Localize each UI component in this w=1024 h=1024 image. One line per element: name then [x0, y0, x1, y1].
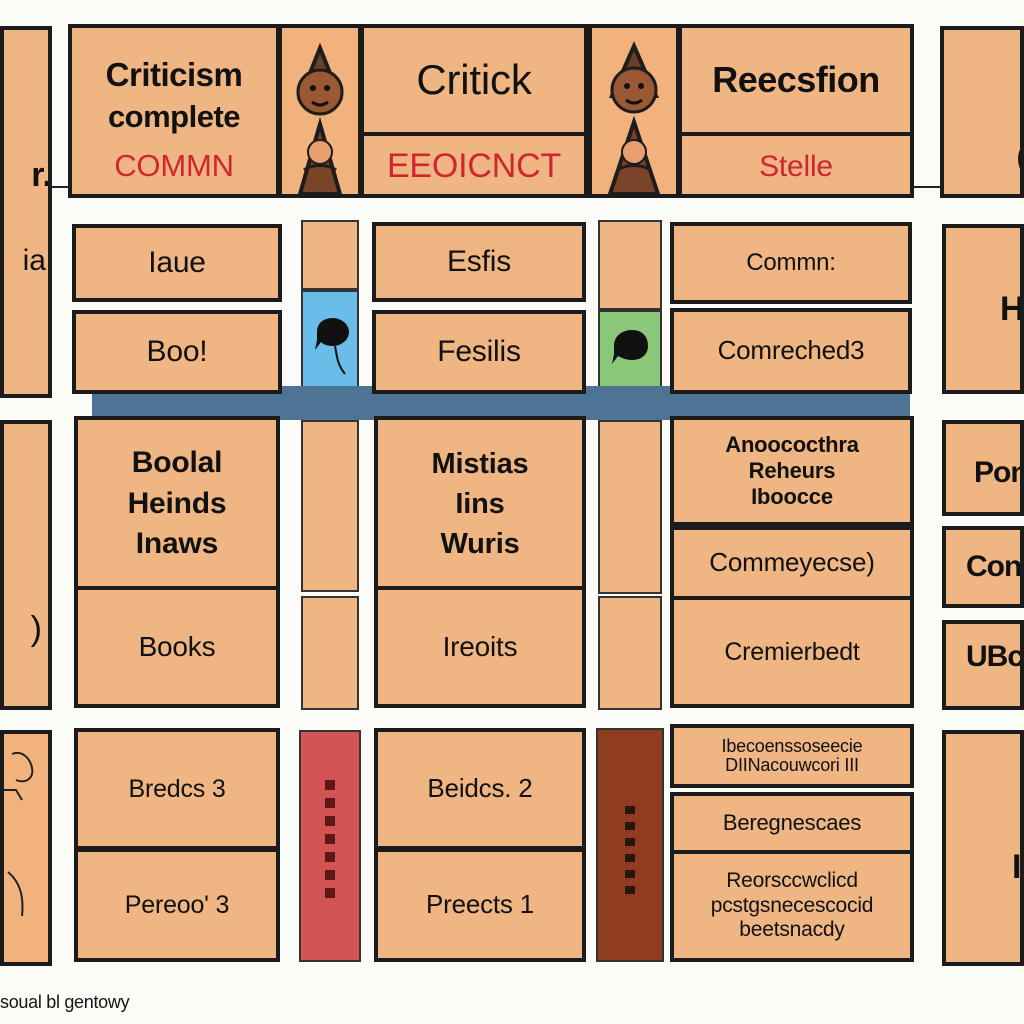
row3-col2-bottom-box: Preects 1 [374, 848, 586, 962]
left-edge-top-fragment-2: ia [22, 244, 46, 277]
row3-col3-bottom-label: Reorsccwclicd pcstgsnecescocid beetsnacd… [710, 869, 874, 942]
row3-col3-middle-box: Beregnescaes [670, 792, 914, 854]
thin-column-left-middle [301, 420, 359, 592]
header-center-box: Critick EEOICNCT [360, 24, 588, 198]
person-figure-right-icon [607, 41, 661, 194]
speech-bubble-left-icon [315, 318, 349, 375]
row2-col2-bottom-box: Ireoits [374, 586, 586, 708]
row2-col1-bottom-box: Books [74, 586, 280, 708]
person-figure-left-icon [296, 42, 344, 194]
left-edge-middle-fragment: ) [30, 610, 42, 648]
row1-col3-top-label: Commn: [746, 249, 836, 277]
row1-col3-bottom-box: Comreched3 [670, 308, 912, 394]
thin-column-left-top [301, 220, 359, 290]
right-edge-bottom-fragment: I [1012, 848, 1022, 886]
thin-column-right-middle [598, 420, 662, 594]
row2-col1-top-label: Boolal Heinds Inaws [127, 445, 227, 561]
right-edge-ubc-text: UBc [966, 640, 1024, 673]
header-left-title-line-1: Criticism [105, 56, 243, 93]
thin-column-right-bottom-brown [596, 728, 664, 962]
row2-col3-top-box: Anoococthra Reheurs Iboocce [670, 416, 914, 526]
header-figure-left-box [278, 24, 362, 198]
thin-column-left-lower [301, 596, 359, 710]
header-figure-right-box [588, 24, 680, 198]
row1-col2-bottom-label: Fesilis [437, 335, 521, 369]
right-edge-pon-text: Pon [974, 456, 1024, 489]
row2-col3-bottom-box: Cremierbedt [670, 596, 914, 708]
row2-col3-middle-box: Commeyecse) [670, 526, 914, 600]
row2-col2-top-box: Mistias Iins Wuris [374, 416, 586, 592]
right-edge-con-box: Con [942, 526, 1024, 608]
header-left-box: Criticism complete COMMN [68, 24, 280, 198]
right-edge-top-box: ( [940, 26, 1024, 198]
header-right-title: Reecsfion [712, 59, 880, 100]
row2-col3-top-label: Anoococthra Reheurs Iboocce [725, 432, 859, 509]
left-edge-middle-box: ) [0, 420, 52, 710]
row1-col2-top-label: Esfis [446, 245, 511, 279]
row2-col3-bottom-label: Cremierbedt [724, 637, 860, 666]
row3-col1-top-label: Bredcs 3 [128, 774, 226, 803]
row3-col3-middle-label: Beregnescaes [722, 810, 862, 836]
right-edge-h-box: H [942, 224, 1024, 394]
speech-bubble-right-icon [612, 330, 648, 364]
row3-col2-bottom-label: Preects 1 [425, 889, 535, 920]
row2-col3-middle-label: Commeyecse) [709, 547, 875, 578]
row1-col1-top-label: Iaue [148, 246, 206, 280]
row3-col3-top-label: Ibecoenssoseecie DIINacouwcori III [721, 736, 863, 775]
right-edge-pon-box: Pon [942, 420, 1024, 516]
row3-col1-bottom-box: Pereoo' 3 [74, 848, 280, 962]
thin-column-right-lower [598, 596, 662, 710]
row1-col3-top-box: Commn: [670, 222, 912, 304]
right-edge-top-fragment: ( [1016, 138, 1020, 177]
left-edge-top-box: r. ia [0, 26, 52, 398]
left-edge-bottom-box [0, 730, 52, 966]
row1-col1-bottom-label: Boo! [146, 335, 208, 369]
row3-col1-top-box: Bredcs 3 [74, 728, 280, 850]
thin-column-left-blue [301, 290, 359, 390]
thin-column-right-top [598, 220, 662, 310]
header-connector-right [914, 186, 940, 188]
row3-col2-top-box: Beidcs. 2 [374, 728, 586, 850]
row2-col1-bottom-label: Books [138, 631, 216, 663]
header-left-title-line-2: complete [107, 99, 241, 134]
row1-col2-top-box: Esfis [372, 222, 586, 302]
left-edge-top-fragment-1: r. [31, 156, 52, 194]
left-edge-sketch-icon [4, 752, 34, 917]
right-edge-h-fragment: H [1000, 290, 1024, 328]
row2-col2-bottom-label: Ireoits [442, 631, 518, 663]
footer-text: soual bl gentowy [0, 991, 130, 1012]
header-connector-left [52, 186, 70, 188]
row1-col1-bottom-box: Boo! [72, 310, 282, 394]
header-left-subtitle: COMMN [114, 148, 234, 183]
right-edge-con-text: Con [966, 550, 1022, 583]
header-center-title: Critick [416, 55, 532, 103]
thin-column-right-green [598, 310, 662, 390]
header-right-box: Reecsfion Stelle [678, 24, 914, 198]
header-center-subtitle: EEOICNCT [386, 147, 562, 186]
row3-col3-top-box: Ibecoenssoseecie DIINacouwcori III [670, 724, 914, 788]
right-edge-ubc-box: UBc [942, 620, 1024, 710]
row2-col2-top-label: Mistias Iins Wuris [431, 447, 529, 560]
row3-col3-bottom-box: Reorsccwclicd pcstgsnecescocid beetsnacd… [670, 850, 914, 962]
vertical-label-left-icon [325, 780, 335, 902]
right-edge-bottom-box: I [942, 730, 1024, 966]
header-right-subtitle: Stelle [759, 150, 833, 184]
row1-col3-bottom-label: Comreched3 [717, 335, 865, 366]
vertical-label-right-icon [625, 806, 635, 894]
row3-col1-bottom-label: Pereoo' 3 [124, 890, 230, 919]
thin-column-left-bottom-red [299, 730, 361, 962]
row1-col2-bottom-box: Fesilis [372, 310, 586, 394]
row2-col1-top-box: Boolal Heinds Inaws [74, 416, 280, 592]
row1-col1-top-box: Iaue [72, 224, 282, 302]
row3-col2-top-label: Beidcs. 2 [427, 773, 533, 804]
